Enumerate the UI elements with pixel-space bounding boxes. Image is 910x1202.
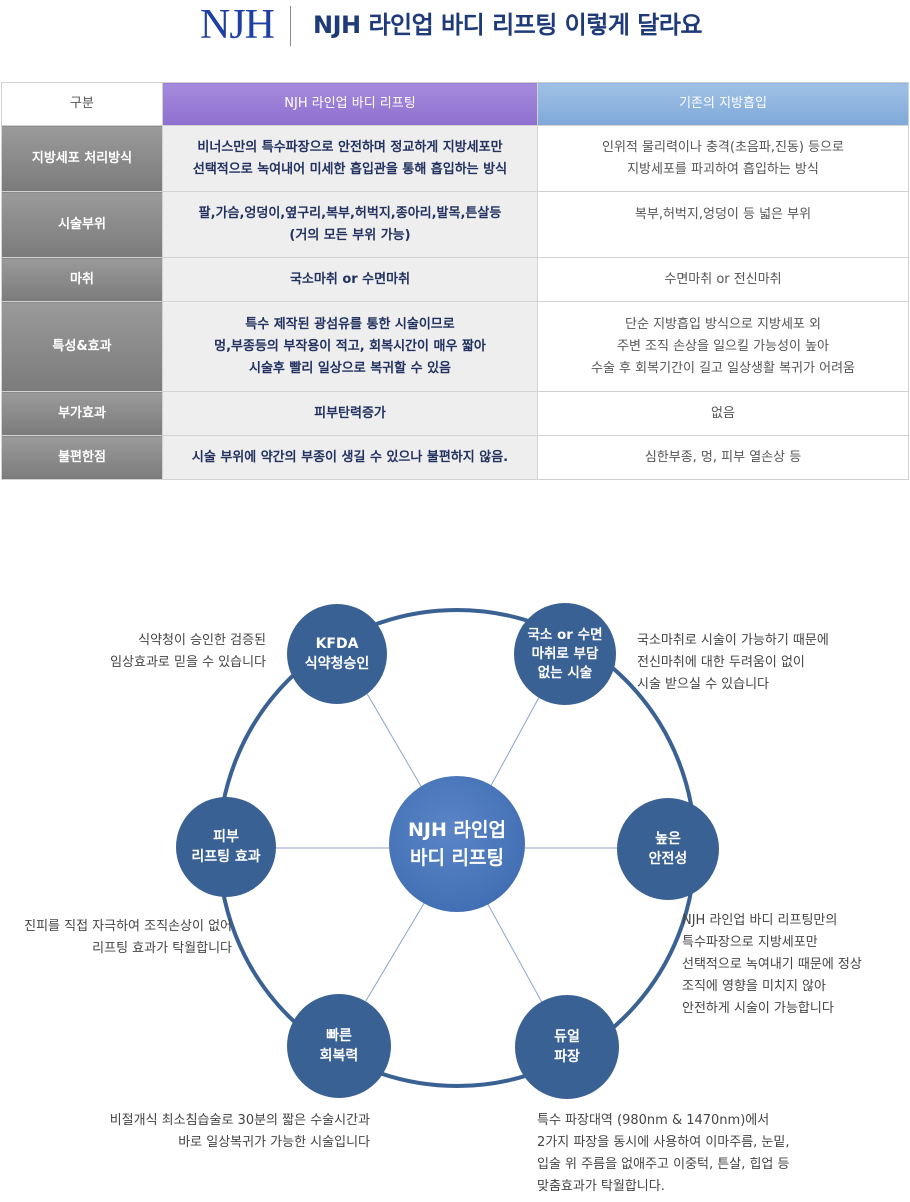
node-safety: 높은 안전성 xyxy=(617,798,719,900)
njh-cell: 국소마취 or 수면마취 xyxy=(162,257,538,302)
njh-cell: 비너스만의 특수파장으로 안전하며 정교하게 지방세포만 선택적으로 녹여내어 … xyxy=(162,125,538,192)
comparison-table: 구분 NJH 라인업 바디 리프팅 기존의 지방흡입 지방세포 처리방식 비너스… xyxy=(1,82,909,480)
column-header-category: 구분 xyxy=(1,82,163,126)
desc-anesthesia: 국소마취로 시술이 가능하기 때문에 전신마취에 대한 두려움이 없이 시술 받… xyxy=(637,633,829,692)
desc-kfda: 식약청이 승인한 검증된 임상효과로 믿을 수 있습니다 xyxy=(110,633,266,670)
table-row: 불편한점 시술 부위에 약간의 부종이 생길 수 있으나 불편하지 않음. 심한… xyxy=(1,435,909,480)
page-title: NJH 라인업 바디 리프팅 이렇게 달라요 xyxy=(313,11,703,39)
node-skin: 피부 리프팅 효과 xyxy=(176,797,276,897)
column-header-njh: NJH 라인업 바디 리프팅 xyxy=(162,82,538,126)
existing-cell: 복부,허벅지,엉덩이 등 넓은 부위 xyxy=(537,191,909,258)
table-row: 부가효과 피부탄력증가 없음 xyxy=(1,391,909,436)
row-label: 특성&효과 xyxy=(1,301,163,392)
page-header: NJH NJH 라인업 바디 리프팅 이렇게 달라요 xyxy=(0,0,910,50)
njh-cell: 특수 제작된 광섬유를 통한 시술이므로 멍,부종등의 부작용이 적고, 회복시… xyxy=(162,301,538,392)
njh-logo: NJH xyxy=(200,2,275,48)
njh-cell: 시술 부위에 약간의 부종이 생길 수 있으나 불편하지 않음. xyxy=(162,435,538,480)
desc-skin: 진피를 직접 자극하여 조직손상이 없어 리프팅 효과가 탁월합니다 xyxy=(24,919,232,956)
desc-dual: 특수 파장대역 (980nm & 1470nm)에서 2가지 파장을 동시에 사… xyxy=(537,1113,790,1194)
node-recovery: 빠른 회복력 xyxy=(287,994,391,1098)
existing-cell: 수면마취 or 전신마취 xyxy=(537,257,909,302)
existing-cell: 인위적 물리력이나 충격(초음파,진동) 등으로 지방세포를 파괴하여 흡입하는… xyxy=(537,125,909,192)
row-label: 불편한점 xyxy=(1,435,163,480)
row-label: 시술부위 xyxy=(1,191,163,258)
existing-cell: 단순 지방흡입 방식으로 지방세포 외 주변 조직 손상을 일으킬 가능성이 높… xyxy=(537,301,909,392)
desc-recovery: 비절개식 최소침습술로 30분의 짧은 수술시간과 바로 일상복귀가 가능한 시… xyxy=(109,1113,370,1150)
node-dual: 듀얼 파장 xyxy=(515,995,619,1099)
existing-cell: 심한부종, 멍, 피부 열손상 등 xyxy=(537,435,909,480)
existing-cell: 없음 xyxy=(537,391,909,436)
row-label: 지방세포 처리방식 xyxy=(1,125,163,192)
njh-cell: 피부탄력증가 xyxy=(162,391,538,436)
table-header-row: 구분 NJH 라인업 바디 리프팅 기존의 지방흡입 xyxy=(1,82,909,126)
feature-diagram: NJH 라인업 바디 리프팅 KFDA 식약청승인 국소 or 수면 마취로 부… xyxy=(0,560,910,1202)
header-divider xyxy=(290,6,291,46)
table-row: 지방세포 처리방식 비너스만의 특수파장으로 안전하며 정교하게 지방세포만 선… xyxy=(1,125,909,192)
center-node: NJH 라인업 바디 리프팅 xyxy=(389,776,525,912)
row-label: 부가효과 xyxy=(1,391,163,436)
table-row: 특성&효과 특수 제작된 광섬유를 통한 시술이므로 멍,부종등의 부작용이 적… xyxy=(1,301,909,392)
table-row: 마취 국소마취 or 수면마취 수면마취 or 전신마취 xyxy=(1,257,909,302)
column-header-existing: 기존의 지방흡입 xyxy=(537,82,909,126)
table-row: 시술부위 팔,가슴,엉덩이,옆구리,복부,허벅지,종아리,발목,튼살등 (거의 … xyxy=(1,191,909,258)
desc-safety: NJH 라인업 바디 리프팅만의 특수파장으로 지방세포만 선택적으로 녹여내기… xyxy=(682,913,862,1016)
node-anesthesia: 국소 or 수면 마취로 부담 없는 시술 xyxy=(514,603,616,705)
row-label: 마취 xyxy=(1,257,163,302)
njh-cell: 팔,가슴,엉덩이,옆구리,복부,허벅지,종아리,발목,튼살등 (거의 모든 부위… xyxy=(162,191,538,258)
node-kfda: KFDA 식약청승인 xyxy=(287,604,387,704)
